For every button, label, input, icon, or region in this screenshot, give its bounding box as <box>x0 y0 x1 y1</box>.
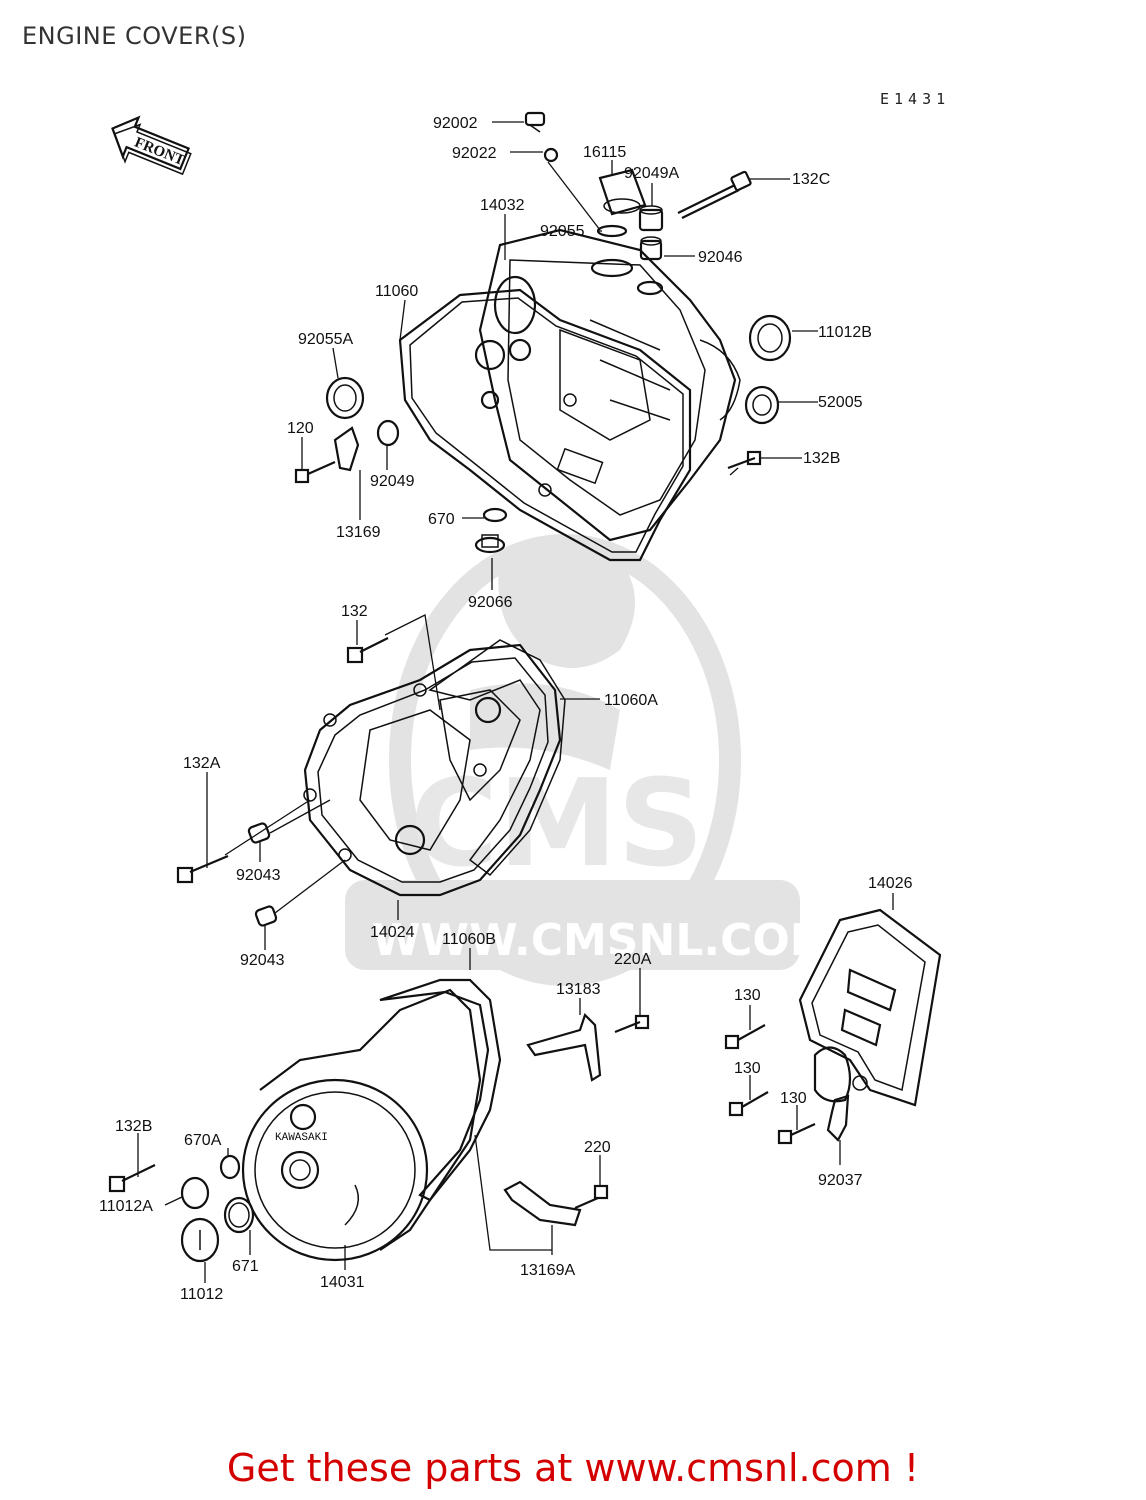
bolt-130-middle-drawing <box>728 1091 769 1117</box>
label-130-top[interactable]: 130 <box>734 987 761 1004</box>
watermark-brand: CMS <box>410 755 704 894</box>
washer-92022-drawing <box>543 147 559 163</box>
dowel-92043-lower-drawing <box>254 905 278 927</box>
label-130-bottom[interactable]: 130 <box>780 1090 807 1107</box>
label-670A[interactable]: 670A <box>184 1132 222 1149</box>
front-direction-arrow: FRONT <box>111 115 192 176</box>
label-92049[interactable]: 92049 <box>370 473 415 490</box>
washer-670-drawing <box>482 507 508 523</box>
label-92043-upper[interactable]: 92043 <box>236 867 281 884</box>
bolt-220-drawing <box>574 1184 609 1210</box>
bolt-130-bottom-drawing <box>777 1123 816 1145</box>
label-14031[interactable]: 14031 <box>320 1274 365 1291</box>
bolt-132-drawing <box>346 637 389 664</box>
page-title: ENGINE COVER(S) <box>22 22 247 50</box>
label-14032[interactable]: 14032 <box>480 197 525 214</box>
collar-92049A-drawing <box>638 205 664 232</box>
washer-670A-drawing <box>219 1154 241 1180</box>
label-670[interactable]: 670 <box>428 511 455 528</box>
bracket-13169-drawing <box>333 426 360 472</box>
label-220[interactable]: 220 <box>584 1139 611 1156</box>
seal-11012B-drawing <box>748 314 792 362</box>
label-130-middle[interactable]: 130 <box>734 1060 761 1077</box>
label-13169A[interactable]: 13169A <box>520 1262 575 1279</box>
label-16115[interactable]: 16115 <box>583 144 626 161</box>
label-132B-top[interactable]: 132B <box>803 450 840 467</box>
label-92055A[interactable]: 92055A <box>298 331 353 348</box>
gasket-11060B-drawing <box>379 978 502 1202</box>
label-132A[interactable]: 132A <box>183 755 221 772</box>
label-92043-lower[interactable]: 92043 <box>240 952 285 969</box>
plug-92066-drawing <box>474 534 506 554</box>
label-13183[interactable]: 13183 <box>556 981 601 998</box>
label-11012B[interactable]: 11012B <box>818 324 872 341</box>
watermark-url: WWW.CMSNL.COM <box>372 915 834 966</box>
label-132C[interactable]: 132C <box>792 171 830 188</box>
bolt-132B-bottom-drawing <box>108 1164 156 1193</box>
oring-92055-drawing <box>596 224 628 238</box>
leader-lines <box>137 121 894 1283</box>
label-14024[interactable]: 14024 <box>370 924 415 941</box>
washer-92049-drawing <box>376 419 400 447</box>
dowel-92043-upper-drawing <box>247 822 271 844</box>
label-13169[interactable]: 13169 <box>336 524 381 541</box>
label-14026[interactable]: 14026 <box>868 875 913 892</box>
bracket-13183-drawing <box>526 1012 602 1082</box>
label-52005[interactable]: 52005 <box>818 394 863 411</box>
plug-11012-drawing <box>180 1217 220 1263</box>
bracket-13169A-drawing <box>503 1180 582 1227</box>
label-11012[interactable]: 11012 <box>180 1286 223 1303</box>
label-11060[interactable]: 11060 <box>375 283 418 300</box>
label-92049A[interactable]: 92049A <box>624 165 679 182</box>
diagram-code: E1431 <box>880 90 951 108</box>
cover-14031-drawing: KAWASAKI <box>241 988 482 1262</box>
label-220A[interactable]: 220A <box>614 951 652 968</box>
bolt-220A-drawing <box>614 1014 650 1034</box>
seal-92055A-drawing <box>325 376 365 420</box>
cmsnl-watermark: CMS WWW.CMSNL.COM <box>345 534 834 986</box>
seal-52005-drawing <box>744 385 780 425</box>
oring-671-drawing <box>223 1196 255 1234</box>
bolt-132C-drawing <box>677 170 752 219</box>
clamp-92037-drawing <box>826 1094 850 1142</box>
bolt-132B-top-drawing <box>727 450 762 470</box>
cover-14032-drawing <box>398 228 741 562</box>
label-11060B[interactable]: 11060B <box>442 931 496 948</box>
label-132[interactable]: 132 <box>341 603 368 620</box>
label-11060A[interactable]: 11060A <box>604 692 658 709</box>
label-671[interactable]: 671 <box>232 1258 259 1275</box>
label-92002[interactable]: 92002 <box>433 115 478 132</box>
label-120[interactable]: 120 <box>287 420 314 437</box>
gasket-11060A-drawing <box>428 639 566 877</box>
footer-cta-link[interactable]: Get these parts at www.cmsnl.com ! <box>226 1446 920 1490</box>
bolt-130-top-drawing <box>724 1024 766 1050</box>
label-92046[interactable]: 92046 <box>698 249 743 266</box>
label-11012A[interactable]: 11012A <box>99 1198 153 1215</box>
label-92022[interactable]: 92022 <box>452 145 497 162</box>
cap-16115-drawing <box>598 168 647 216</box>
cover-14026-drawing <box>798 908 942 1107</box>
label-132B-bottom[interactable]: 132B <box>115 1118 152 1135</box>
collar-92046-drawing <box>639 236 663 261</box>
bolt-92002-drawing <box>524 111 546 133</box>
part-labels: 92002 92022 16115 92049A 132C 14032 9205… <box>99 115 913 1303</box>
front-arrow-label: FRONT <box>132 135 187 170</box>
svg-text:KAWASAKI: KAWASAKI <box>275 1132 328 1144</box>
bolt-132A-drawing <box>176 854 229 884</box>
label-92037[interactable]: 92037 <box>818 1172 863 1189</box>
plug-11012A-drawing <box>180 1176 210 1210</box>
label-92066[interactable]: 92066 <box>468 594 513 611</box>
label-92055[interactable]: 92055 <box>540 223 585 240</box>
